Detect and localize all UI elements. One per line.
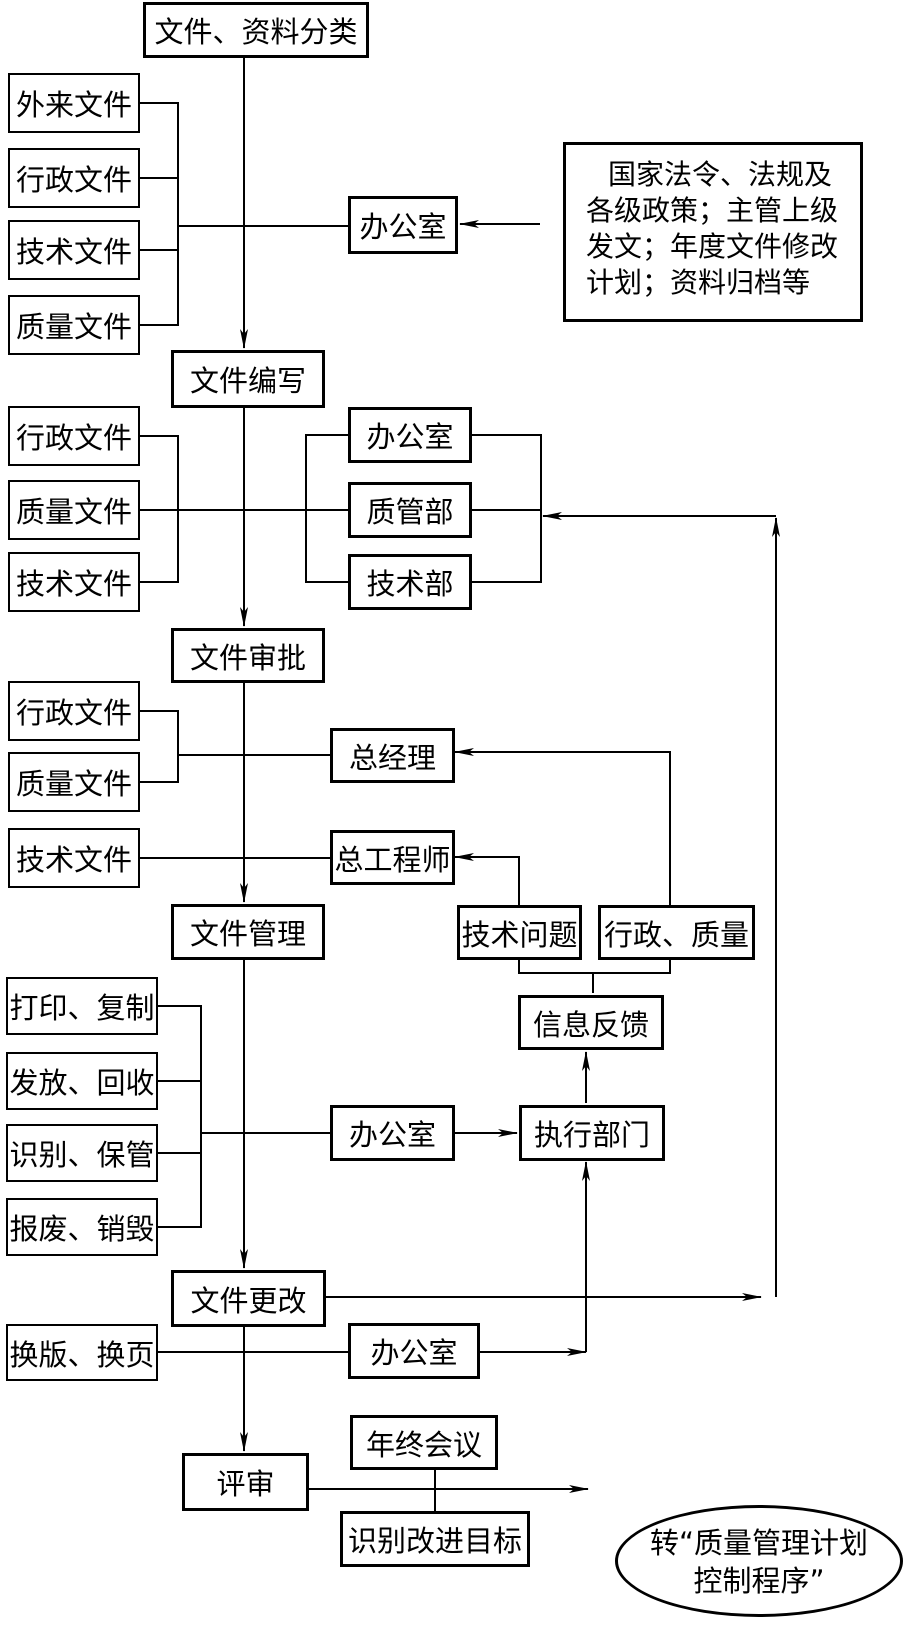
approve-admin-docs[interactable]: 行政文件 bbox=[8, 681, 140, 741]
transfer-to-quality-plan[interactable]: 转“质量管理计划 控制程序” bbox=[615, 1505, 903, 1617]
input-external-docs[interactable]: 外来文件 bbox=[8, 73, 140, 133]
approve-quality-docs[interactable]: 质量文件 bbox=[8, 752, 140, 812]
identify-improvement-goals[interactable]: 识别改进目标 bbox=[340, 1511, 530, 1567]
step-compile[interactable]: 文件编写 bbox=[171, 350, 325, 408]
input-tech-docs[interactable]: 技术文件 bbox=[8, 220, 140, 280]
dept-technical[interactable]: 技术部 bbox=[348, 554, 472, 610]
compile-admin-docs[interactable]: 行政文件 bbox=[8, 406, 140, 466]
change-version-page[interactable]: 换版、换页 bbox=[6, 1324, 158, 1381]
annual-meeting[interactable]: 年终会议 bbox=[350, 1415, 498, 1470]
step-approve[interactable]: 文件审批 bbox=[171, 628, 325, 683]
admin-quality-issues[interactable]: 行政、质量 bbox=[598, 905, 755, 960]
input-admin-docs[interactable]: 行政文件 bbox=[8, 148, 140, 208]
approve-tech-docs[interactable]: 技术文件 bbox=[8, 828, 140, 888]
task-print-copy[interactable]: 打印、复制 bbox=[6, 977, 158, 1035]
step-manage[interactable]: 文件管理 bbox=[171, 904, 325, 960]
task-scrap-destroy[interactable]: 报废、销毁 bbox=[6, 1198, 158, 1256]
office-box[interactable]: 办公室 bbox=[348, 196, 458, 254]
compile-tech-docs[interactable]: 技术文件 bbox=[8, 552, 140, 612]
step-change[interactable]: 文件更改 bbox=[171, 1270, 326, 1327]
manage-office[interactable]: 办公室 bbox=[330, 1105, 455, 1161]
info-feedback[interactable]: 信息反馈 bbox=[518, 995, 664, 1050]
executing-department[interactable]: 执行部门 bbox=[519, 1105, 665, 1161]
dept-quality[interactable]: 质管部 bbox=[348, 482, 472, 538]
chief-engineer[interactable]: 总工程师 bbox=[330, 830, 455, 885]
task-issue-recall[interactable]: 发放、回收 bbox=[6, 1052, 158, 1110]
compile-quality-docs[interactable]: 质量文件 bbox=[8, 480, 140, 540]
step-classify[interactable]: 文件、资料分类 bbox=[143, 2, 369, 58]
dept-office[interactable]: 办公室 bbox=[348, 407, 472, 463]
input-quality-docs[interactable]: 质量文件 bbox=[8, 295, 140, 355]
task-identify-store[interactable]: 识别、保管 bbox=[6, 1124, 158, 1182]
general-manager[interactable]: 总经理 bbox=[330, 728, 455, 783]
technical-issues[interactable]: 技术问题 bbox=[457, 905, 582, 960]
step-review[interactable]: 评审 bbox=[182, 1453, 309, 1511]
regulations-note: 国家法令、法规及 各级政策；主管上级 发文；年度文件修改 计划；资料归档等 bbox=[563, 142, 863, 322]
change-office[interactable]: 办公室 bbox=[348, 1323, 480, 1379]
